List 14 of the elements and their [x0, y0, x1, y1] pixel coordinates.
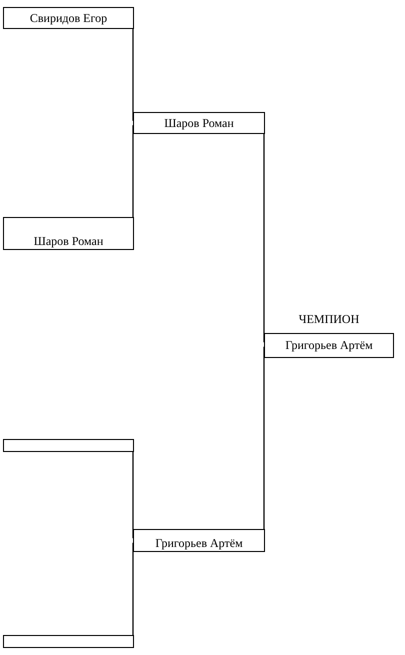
player-slot: Шаров Роман [3, 217, 134, 250]
bracket-line [132, 542, 134, 635]
empty-slot [3, 439, 134, 452]
bracket-line [263, 134, 265, 343]
bracket-line [132, 29, 134, 122]
player-slot: Григорьев Артём [264, 333, 394, 358]
bracket-line [263, 346, 265, 529]
player-slot: Свиридов Егор [3, 7, 134, 29]
bracket-line [132, 452, 134, 539]
player-slot: Шаров Роман [133, 112, 265, 134]
empty-slot [3, 635, 134, 648]
player-slot: Григорьев Артём [133, 529, 265, 552]
bracket-line [132, 124, 134, 217]
bracket-heading: ЧЕМПИОН [298, 312, 360, 327]
